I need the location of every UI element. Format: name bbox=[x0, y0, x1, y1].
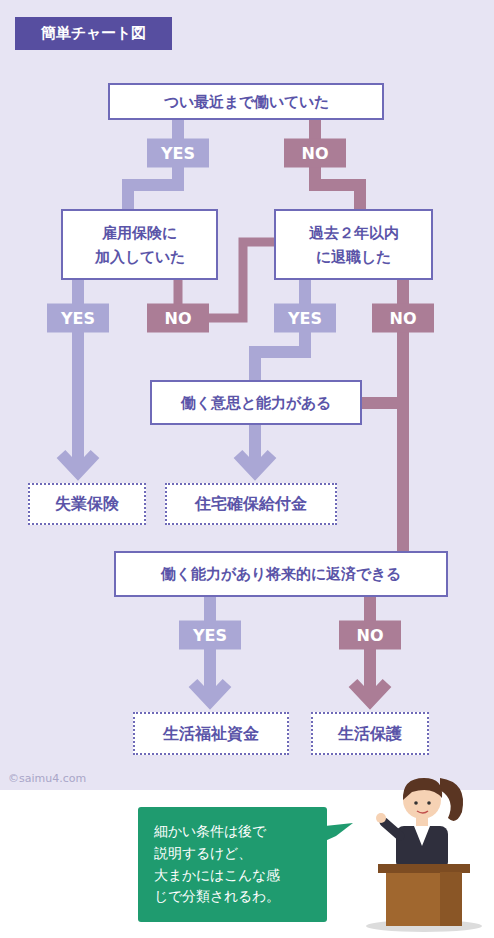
result-box: 生活保護 bbox=[311, 712, 429, 755]
node-text: 過去２年以内 に退職した bbox=[276, 221, 431, 269]
question-box: 過去２年以内 に退職した bbox=[274, 209, 433, 280]
answer-tag: YES bbox=[147, 139, 209, 168]
question-box: 働く能力があり将来的に返済できる bbox=[114, 551, 448, 597]
result-box: 生活福祉資金 bbox=[133, 712, 289, 755]
hand bbox=[376, 813, 386, 823]
result-box: 失業保険 bbox=[28, 483, 146, 525]
hair bbox=[403, 778, 442, 800]
node-text: 細かい条件は後で 説明するけど、 大まかにはこんな感 じで分類されるわ。 bbox=[154, 821, 311, 907]
answer-tag: YES bbox=[47, 304, 109, 333]
flow-connector bbox=[238, 425, 272, 472]
podium-top bbox=[378, 864, 470, 873]
answer-tag: YES bbox=[274, 304, 336, 333]
suit bbox=[396, 826, 448, 870]
answer-tag: YES bbox=[179, 621, 241, 650]
watermark: ©saimu4.com bbox=[8, 772, 86, 785]
speech-bubble: 細かい条件は後で 説明するけど、 大まかにはこんな感 じで分類されるわ。 bbox=[138, 807, 327, 922]
node-text: つい最近まで働いていた bbox=[164, 90, 329, 114]
bubble-tail bbox=[325, 823, 353, 841]
flow-connector bbox=[362, 403, 403, 551]
node-text: 失業保険 bbox=[55, 491, 119, 517]
eye bbox=[427, 801, 431, 805]
node-text: 生活保護 bbox=[338, 721, 402, 747]
eye bbox=[414, 801, 418, 805]
node-text: 雇用保険に 加入していた bbox=[63, 221, 216, 269]
node-text: 生活福祉資金 bbox=[163, 721, 259, 747]
answer-tag: NO bbox=[284, 139, 346, 168]
mouth bbox=[417, 811, 428, 813]
raised-arm bbox=[384, 822, 400, 836]
question-box: 雇用保険に 加入していた bbox=[61, 209, 218, 280]
result-box: 住宅確保給付金 bbox=[165, 483, 337, 525]
ponytail bbox=[440, 778, 463, 821]
node-text: 住宅確保給付金 bbox=[195, 491, 307, 517]
podium-side bbox=[440, 872, 462, 926]
node-text: 働く意思と能力がある bbox=[181, 391, 331, 415]
podium-body bbox=[386, 872, 462, 926]
node-text: 働く能力があり将来的に返済できる bbox=[161, 562, 401, 586]
answer-tag: NO bbox=[339, 621, 401, 650]
title-tag: 簡単チャート図 bbox=[15, 17, 172, 50]
answer-tag: NO bbox=[372, 304, 434, 333]
answer-tag: NO bbox=[147, 304, 209, 333]
question-box: つい最近まで働いていた bbox=[108, 83, 384, 120]
collar bbox=[414, 826, 430, 846]
question-box: 働く意思と能力がある bbox=[150, 380, 362, 425]
